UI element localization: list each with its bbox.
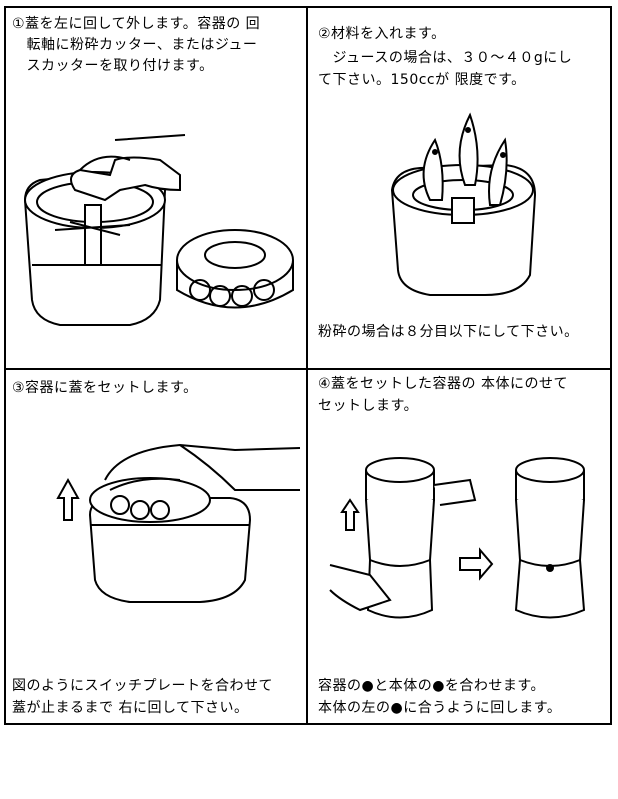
container-on-base-illustration	[330, 450, 600, 630]
step-2-line-1: ②材料を入れます。	[318, 26, 446, 42]
step-1-line-3: スカッターを取り付けます。	[12, 58, 214, 74]
step-3-line-1: ③容器に蓋をセットします。	[12, 380, 198, 396]
setting-lid-illustration	[50, 430, 305, 610]
step-4-footer-1: 容器の●と本体の●を合わせます。	[318, 678, 546, 694]
container-with-cutter-illustration	[20, 130, 295, 345]
table-divider-horizontal	[4, 368, 612, 370]
table-divider-vertical	[306, 6, 308, 725]
step-1-line-2: 転軸に粉砕カッター、またはジュー	[12, 37, 258, 53]
step-2-footer: 粉砕の場合は８分目以下にして下さい。	[318, 324, 579, 340]
step-2-line-3: て下さい。150ccが 限度です。	[318, 72, 526, 88]
step-3-footer-2: 蓋が止まるまで 右に回して下さい。	[12, 700, 249, 716]
step-4-footer-2: 本体の左の●に合うように回します。	[318, 700, 562, 716]
container-with-fish-illustration	[390, 110, 540, 300]
step-4-line-2: セットします。	[318, 398, 419, 414]
step-1-line-1: ①蓋を左に回して外します。容器の 回	[12, 16, 261, 32]
instruction-table-border	[4, 6, 612, 725]
step-3-footer-1: 図のようにスイッチプレートを合わせて	[12, 678, 273, 694]
step-4-line-1: ④蓋をセットした容器の 本体にのせて	[318, 376, 568, 392]
step-2-line-2: ジュースの場合は、３０～４０gにし	[318, 50, 573, 66]
